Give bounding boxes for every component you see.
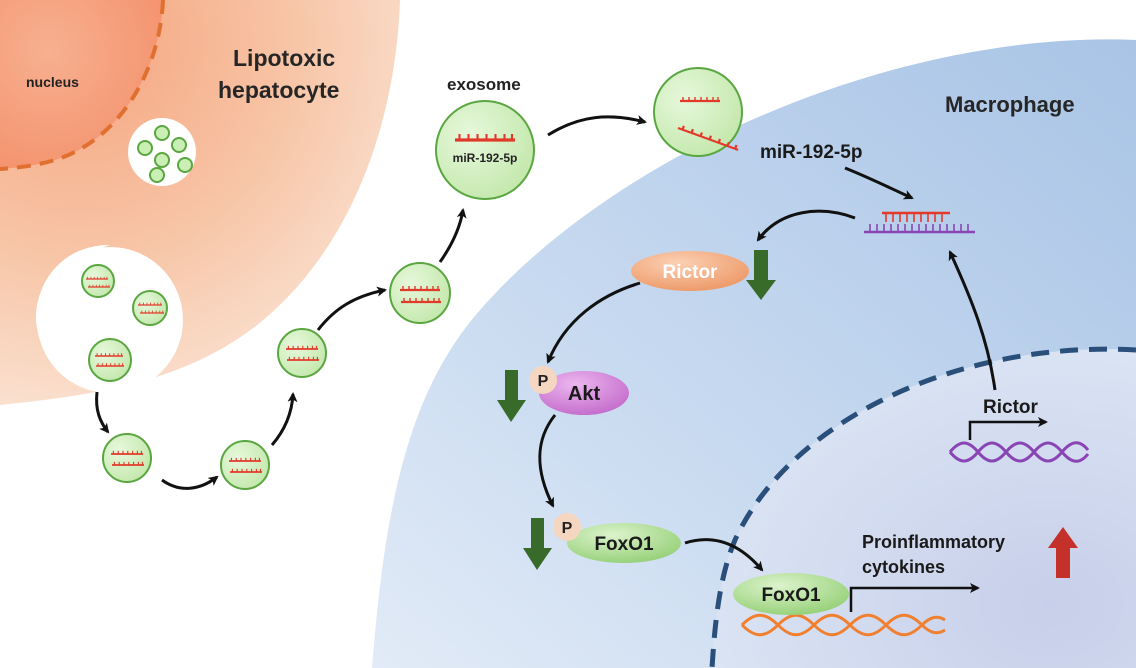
akt-label: Akt bbox=[568, 383, 601, 405]
mirna-mrna-duplex bbox=[864, 211, 975, 234]
arrow-v2-to-v3 bbox=[270, 392, 298, 446]
p-foxo1-down-arrow bbox=[523, 518, 552, 570]
foxo1-phospho bbox=[553, 513, 581, 541]
foxo1-nuclear-label: FoxO1 bbox=[761, 585, 821, 606]
cytokine-gene-dna bbox=[740, 613, 946, 637]
cytokines-up-arrow bbox=[1048, 527, 1078, 578]
small-vesicle-body bbox=[128, 118, 196, 186]
arrow-mirna-to-duplex bbox=[844, 166, 914, 200]
foxo1-phospho-label: P bbox=[562, 520, 573, 537]
macrophage-nucleus-membrane bbox=[709, 346, 1136, 668]
exosome-mirna-label: miR-192-5p bbox=[453, 151, 518, 165]
multivesicular-body bbox=[35, 245, 183, 393]
hepatocyte-title-line1: Lipotoxic bbox=[233, 45, 335, 71]
vesicle-path-1 bbox=[102, 433, 152, 483]
rictor-down-arrow bbox=[746, 250, 776, 300]
arrow-v1-to-v2 bbox=[161, 475, 219, 490]
akt-protein bbox=[539, 371, 629, 415]
rictor-gene-dna bbox=[948, 441, 1090, 463]
macrophage-label: Macrophage bbox=[945, 92, 1075, 117]
rictor-protein bbox=[631, 251, 749, 291]
foxo1-cytoplasmic bbox=[567, 523, 681, 563]
vesicle-path-3 bbox=[277, 328, 327, 378]
foxo1-cyto-label: FoxO1 bbox=[594, 534, 654, 555]
vesicle-mvb-1 bbox=[81, 264, 115, 298]
nucleus-label: nucleus bbox=[26, 74, 79, 90]
vesicle-path-4 bbox=[389, 262, 451, 324]
exosome-label: exosome bbox=[447, 75, 521, 94]
cytokines-label-line1: Proinflammatory bbox=[862, 532, 1005, 552]
mirna-label: miR-192-5p bbox=[760, 142, 862, 163]
signaling-arrows bbox=[538, 166, 997, 572]
foxo1-nuclear bbox=[733, 573, 849, 615]
rictor-protein-label: Rictor bbox=[663, 262, 719, 283]
arrow-v4-to-exo bbox=[438, 208, 467, 263]
hepatocyte-title-line2: hepatocyte bbox=[218, 77, 339, 103]
arrow-mvb-to-v1 bbox=[95, 391, 110, 434]
arrow-rictor-to-akt bbox=[546, 281, 641, 364]
akt-phospho-label: P bbox=[538, 373, 549, 390]
rictor-gene-label: Rictor bbox=[983, 397, 1039, 418]
cytokine-promoter-arrow bbox=[849, 583, 980, 612]
arrow-akt-to-foxo1 bbox=[538, 414, 557, 508]
secretion-arrows bbox=[95, 115, 647, 490]
vesicle-path-2 bbox=[220, 440, 270, 490]
arrow-v3-to-v4 bbox=[316, 286, 387, 331]
rictor-gene-promoter-arrow bbox=[968, 417, 1048, 440]
p-akt-down-arrow bbox=[497, 370, 526, 422]
hepatocyte-nucleus bbox=[0, 0, 163, 169]
hepatocyte-nucleus-membrane bbox=[0, 0, 165, 171]
vesicle-mvb-2 bbox=[132, 290, 168, 326]
arrow-duplex-to-rictor bbox=[756, 209, 856, 242]
arrow-foxo1-to-nucleus bbox=[684, 538, 764, 572]
fusing-exosome bbox=[653, 67, 743, 157]
akt-phospho bbox=[529, 366, 557, 394]
cytokines-label-line2: cytokines bbox=[862, 557, 945, 577]
arrow-gene-to-mrna bbox=[948, 250, 997, 391]
arrow-exo-to-macrophage bbox=[547, 115, 647, 137]
vesicle-mvb-3 bbox=[88, 338, 132, 382]
exosome bbox=[435, 100, 535, 200]
